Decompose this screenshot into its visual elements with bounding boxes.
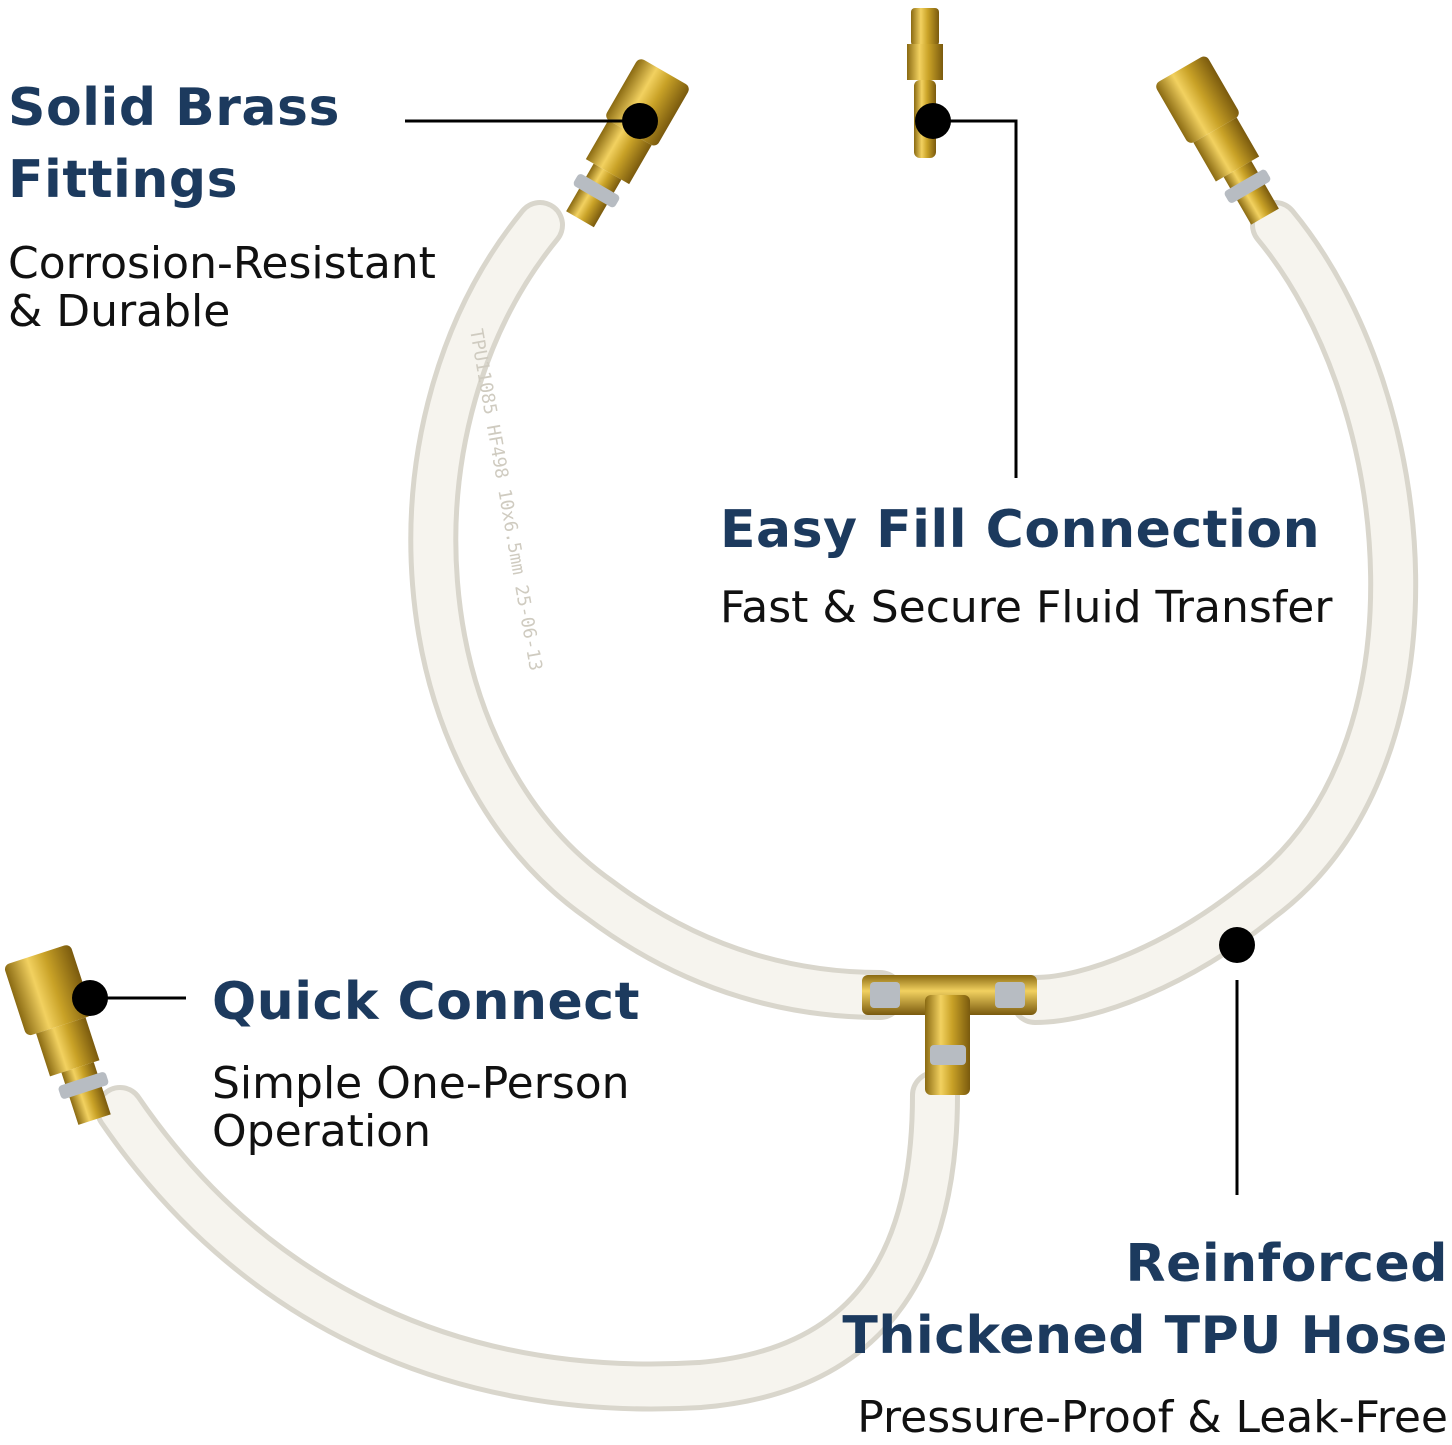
feature-title-line: Fittings: [8, 150, 239, 210]
leader-hose: [1219, 927, 1255, 1195]
feature-subtitle: Pressure-Proof & Leak-Free: [857, 1392, 1448, 1443]
feature-subtitle-line: Corrosion-Resistant: [8, 238, 436, 289]
feature-title: Reinforced Thickened TPU Hose: [808, 1228, 1448, 1372]
feature-tpu-hose: Reinforced Thickened TPU Hose Pressure-P…: [808, 1228, 1448, 1442]
hose-print-text: TPU11085 HF498 10x6.5mm 25-06-13: [465, 327, 546, 672]
feature-title: Quick Connect: [212, 972, 640, 1032]
feature-title-line: Reinforced: [1125, 1234, 1448, 1294]
hose-upper-loop: [408, 200, 1419, 1025]
feature-subtitle: Fast & Secure Fluid Transfer: [720, 582, 1333, 633]
feature-brass-fittings: Solid Brass Fittings Corrosion-Resistant…: [8, 72, 468, 336]
marker-dot-hose: [1219, 927, 1255, 963]
feature-subtitle-line: Simple One-Person: [212, 1058, 630, 1109]
brass-coupler-top-left: [566, 59, 689, 228]
feature-title-line: Thickened TPU Hose: [842, 1306, 1448, 1366]
feature-title: Easy Fill Connection: [720, 500, 1321, 560]
leader-fill: [915, 103, 1018, 478]
brass-coupler-bottom-left: [4, 945, 111, 1125]
feature-title: Solid Brass Fittings: [8, 72, 468, 216]
brass-tee-fitting: [862, 975, 1037, 1095]
feature-subtitle: Corrosion-Resistant & Durable: [8, 240, 468, 336]
marker-dot-brass: [622, 103, 658, 139]
feature-title-line: Solid Brass: [8, 78, 340, 138]
marker-dot-fill: [915, 103, 951, 139]
leader-brass: [405, 103, 658, 139]
brass-coupler-top-right: [1156, 56, 1279, 225]
feature-subtitle: Simple One-Person Operation: [212, 1060, 732, 1156]
feature-subtitle-line: & Durable: [8, 286, 231, 337]
leader-quick: [72, 980, 186, 1016]
hose-lower: [95, 1070, 960, 1412]
marker-dot-quick: [72, 980, 108, 1016]
feature-quick-connect: Quick Connect Simple One-Person Operatio…: [212, 966, 732, 1156]
feature-easy-fill: Easy Fill Connection Fast & Secure Fluid…: [720, 494, 1420, 632]
feature-subtitle-line: Operation: [212, 1106, 431, 1157]
